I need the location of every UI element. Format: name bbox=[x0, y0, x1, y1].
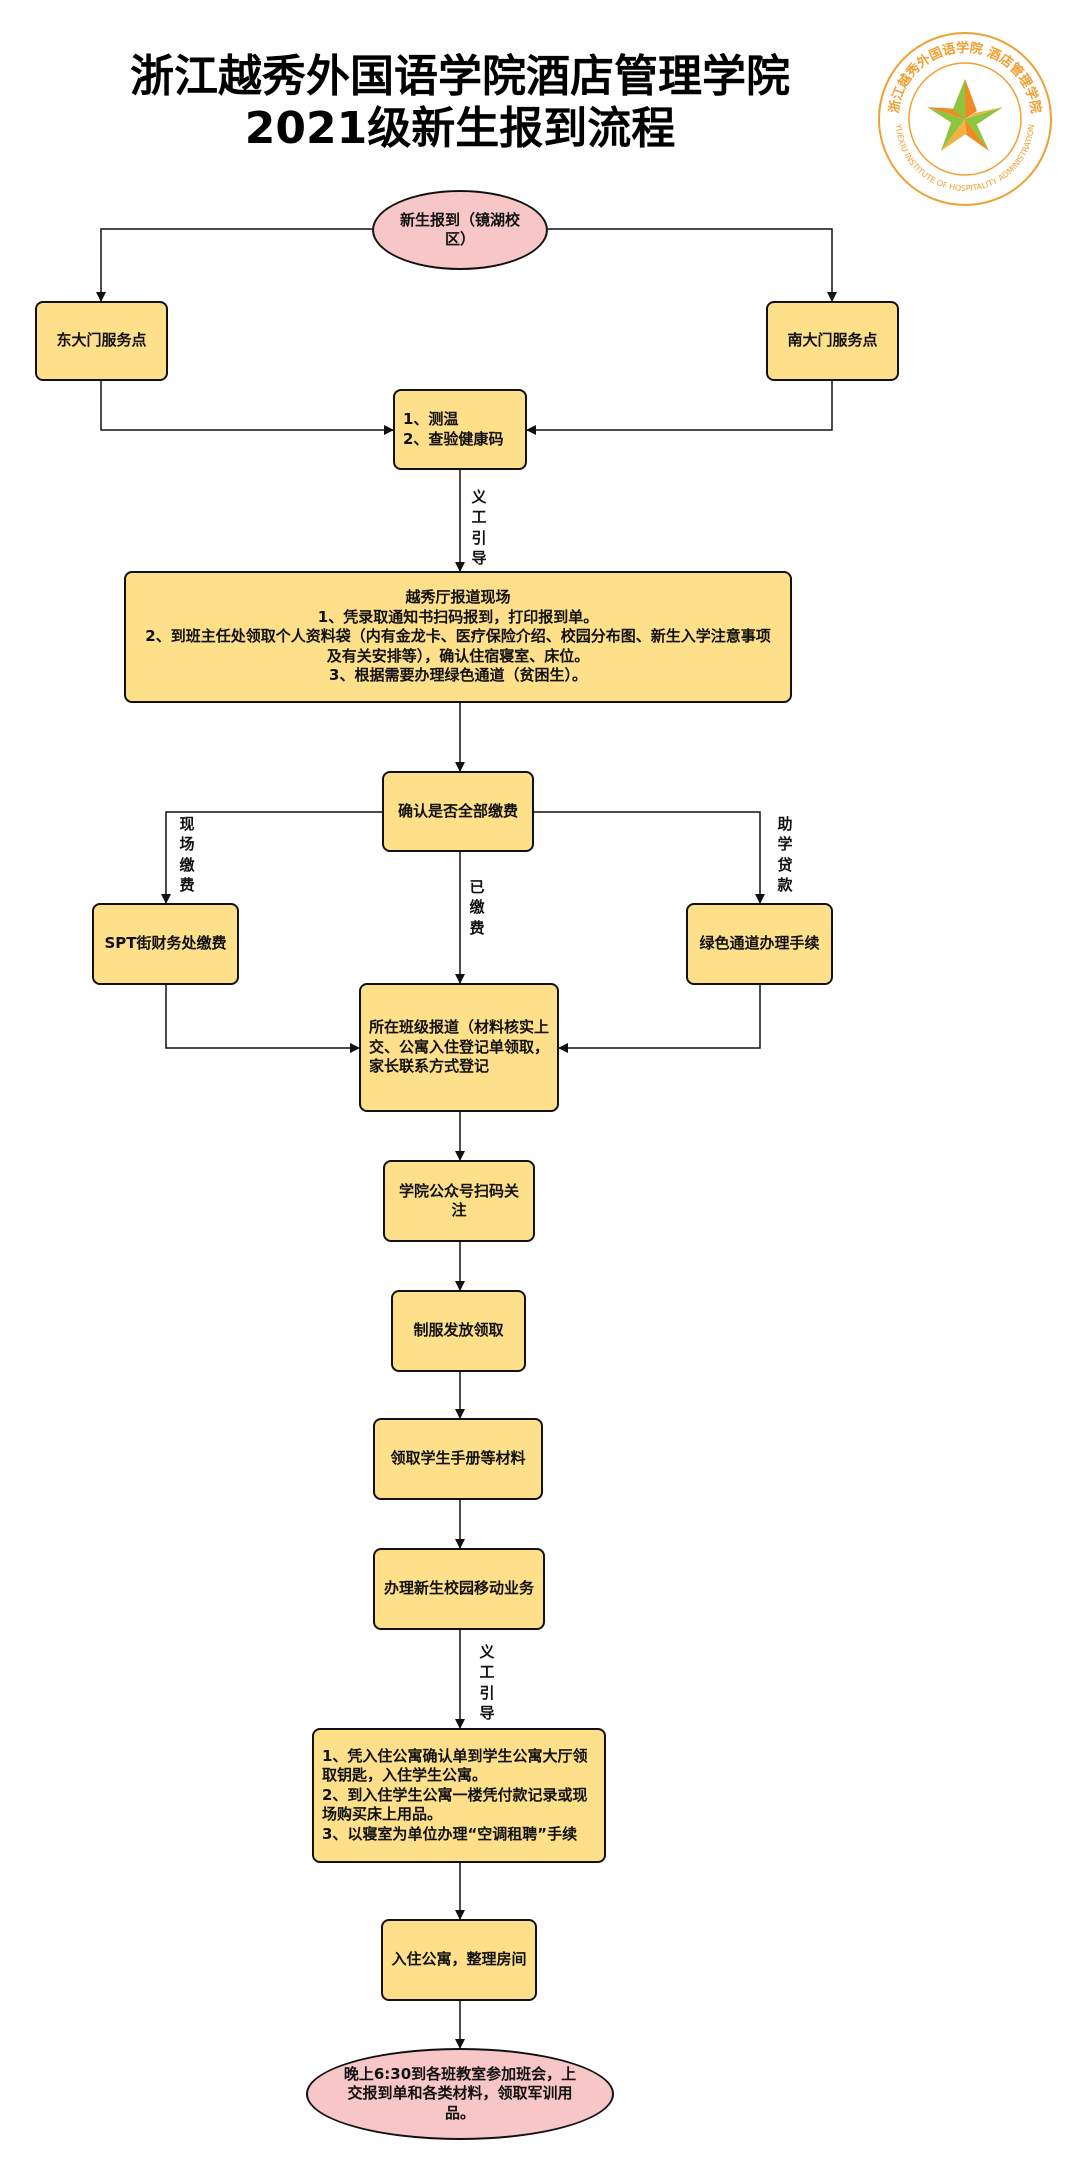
south-gate-node: 南大门服务点 bbox=[766, 301, 899, 381]
end-node: 晚上6:30到各班教室参加班会，上交报到单和各类材料，领取军训用品。 bbox=[306, 2048, 614, 2140]
label-onsite-pay: 现场缴费 bbox=[179, 815, 195, 894]
spt-payment-node: SPT街财务处缴费 bbox=[92, 903, 239, 985]
edge-start-south bbox=[548, 228, 837, 302]
edge-payment-spt bbox=[161, 811, 382, 904]
east-gate-node: 东大门服务点 bbox=[35, 301, 168, 381]
edge-south-health bbox=[526, 381, 833, 435]
class-report-node: 所在班级报道（材料核实上交、公寓入住登记单领取，家长联系方式登记 bbox=[359, 983, 559, 1112]
green-channel-node: 绿色通道办理手续 bbox=[686, 903, 833, 985]
page-title: 浙江越秀外国语学院酒店管理学院 bbox=[130, 51, 790, 102]
edge-east-health bbox=[100, 381, 394, 435]
logo-emblem-icon bbox=[927, 79, 1003, 151]
health-check-node: 1、测温 2、查验健康码 bbox=[393, 389, 527, 470]
edge-green-class bbox=[558, 985, 761, 1053]
move-in-node: 入住公寓，整理房间 bbox=[381, 1919, 537, 2001]
wechat-follow-node: 学院公众号扫码关注 bbox=[383, 1160, 535, 1242]
mobile-service-node: 办理新生校园移动业务 bbox=[373, 1548, 545, 1630]
edge-spt-class bbox=[165, 985, 360, 1053]
uniform-node: 制服发放领取 bbox=[391, 1290, 526, 1372]
page-subtitle: 2021级新生报到流程 bbox=[244, 103, 676, 154]
label-volunteer-1: 义工引导 bbox=[471, 488, 487, 567]
label-student-loan: 助学贷款 bbox=[777, 815, 793, 894]
label-volunteer-2: 义工引导 bbox=[479, 1643, 495, 1722]
edge-payment-green bbox=[534, 811, 765, 904]
payment-check-node: 确认是否全部缴费 bbox=[382, 771, 534, 852]
handbook-node: 领取学生手册等材料 bbox=[373, 1418, 543, 1500]
edge-start-east bbox=[96, 228, 372, 302]
college-logo: 浙江越秀外国语学院 酒店管理学院 YUEXIU INSTITUTE OF HOS… bbox=[878, 32, 1052, 206]
label-paid: 已缴费 bbox=[469, 878, 485, 937]
start-node: 新生报到（镜湖校区） bbox=[372, 190, 548, 270]
dorm-steps-node: 1、凭入住公寓确认单到学生公寓大厅领取钥匙，入住学生公寓。 2、到入住学生公寓一… bbox=[312, 1728, 606, 1863]
registration-node: 越秀厅报道现场 1、凭录取通知书扫码报到，打印报到单。 2、到班主任处领取个人资… bbox=[124, 571, 792, 703]
